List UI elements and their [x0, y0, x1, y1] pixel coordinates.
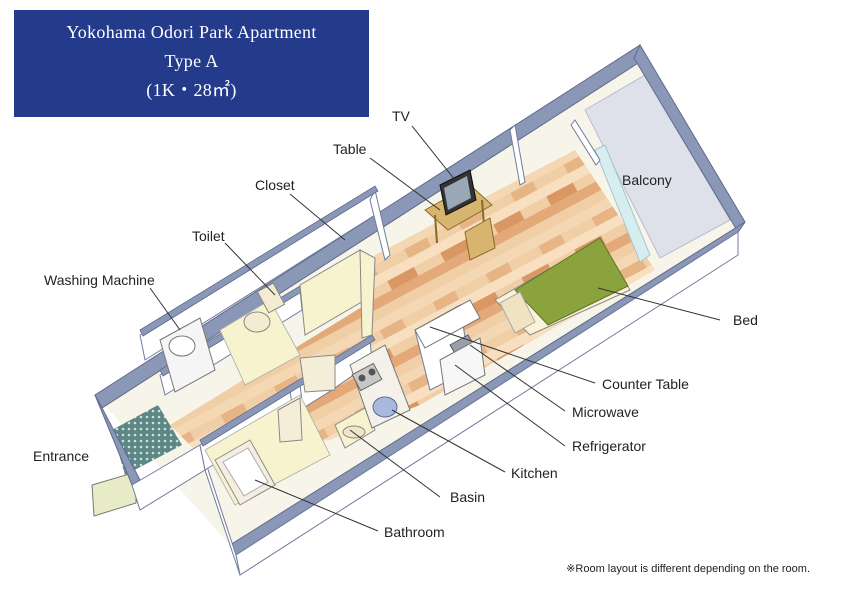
counter-table	[414, 299, 481, 349]
footnote: ※Room layout is different depending on t…	[566, 563, 810, 575]
kitchen-counter	[349, 344, 411, 429]
page-title: Yokohama Odori Park Apartment	[66, 22, 317, 42]
label-microwave: Microwave	[572, 404, 639, 420]
page-subtitle-size: (1K・28㎡)	[146, 80, 237, 100]
label-basin: Basin	[450, 489, 486, 505]
label-washing-machine: Washing Machine	[44, 272, 155, 288]
label-bed: Bed	[733, 312, 758, 328]
entrance-door	[91, 471, 137, 517]
tv-table	[424, 169, 496, 261]
bed	[494, 237, 631, 336]
label-entrance: Entrance	[33, 448, 90, 464]
label-closet: Closet	[255, 177, 295, 193]
label-toilet: Toilet	[192, 228, 225, 244]
leader-lines	[149, 125, 721, 532]
label-tv: TV	[392, 108, 410, 124]
title-box: Yokohama Odori Park Apartment Type A (1K…	[14, 10, 369, 117]
balcony-window	[594, 144, 651, 263]
label-bathroom: Bathroom	[384, 524, 445, 540]
toilet	[243, 282, 286, 333]
label-table: Table	[333, 141, 367, 157]
label-balcony: Balcony	[622, 172, 672, 188]
page-subtitle-type: Type A	[164, 51, 219, 71]
balcony-floor	[584, 74, 731, 259]
label-counter-table: Counter Table	[602, 376, 689, 392]
refrigerator	[439, 337, 486, 396]
label-refrigerator: Refrigerator	[572, 438, 646, 454]
closet	[299, 249, 376, 339]
outer-wall-sides	[131, 231, 739, 576]
toilet-floor	[219, 299, 301, 386]
washing-machine	[159, 317, 216, 393]
wood-floor	[170, 150, 655, 455]
entrance-tile	[112, 405, 182, 475]
label-kitchen: Kitchen	[511, 465, 558, 481]
bathtub	[214, 439, 276, 506]
basin	[334, 407, 376, 449]
interior-doors	[277, 354, 336, 443]
